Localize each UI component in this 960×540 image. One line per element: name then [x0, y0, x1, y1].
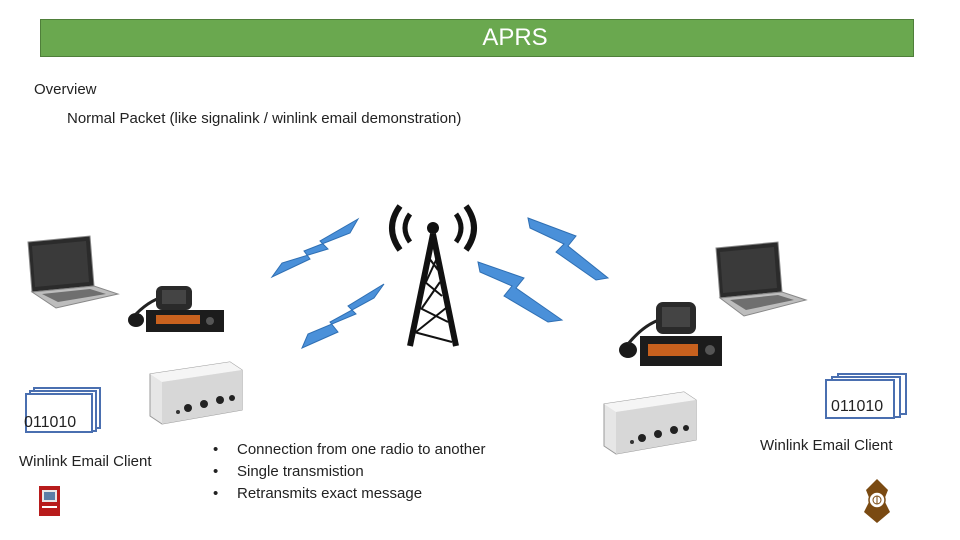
radio-tower-icon — [389, 204, 477, 347]
page-title: APRS — [482, 24, 548, 51]
left-client-label: Winlink Email Client — [19, 453, 152, 470]
tnc-interface-icon — [603, 391, 697, 455]
bullet-item: •Retransmits exact message — [213, 485, 423, 502]
documents-stack-icon — [25, 387, 101, 433]
lightning-bolt-icon — [301, 283, 385, 349]
lightning-bolt-icon — [270, 217, 360, 279]
laptop-icon — [27, 235, 120, 309]
tnc-interface-icon — [149, 361, 243, 425]
lightning-bolt-icon — [527, 217, 610, 281]
left-binary-text: 011010 — [24, 414, 77, 431]
bullet-item: •Connection from one radio to another — [213, 441, 486, 458]
bullet-list: •Connection from one radio to another •S… — [210, 439, 486, 505]
book-icon — [39, 486, 60, 516]
overview-label: Overview — [34, 81, 97, 98]
arrl-logo-icon — [864, 479, 890, 523]
title-bar: APRS — [40, 19, 914, 57]
bullet-item: •Single transmistion — [213, 463, 364, 480]
mobile-radio-icon — [619, 302, 722, 366]
subtitle: Normal Packet (like signalink / winlink … — [67, 110, 462, 127]
right-client-label: Winlink Email Client — [760, 437, 893, 454]
lightning-bolt-icon — [477, 261, 564, 323]
documents-stack-icon — [825, 373, 907, 419]
laptop-icon — [715, 241, 808, 317]
right-binary-text: 011010 — [831, 398, 884, 415]
mobile-radio-icon — [128, 286, 224, 332]
